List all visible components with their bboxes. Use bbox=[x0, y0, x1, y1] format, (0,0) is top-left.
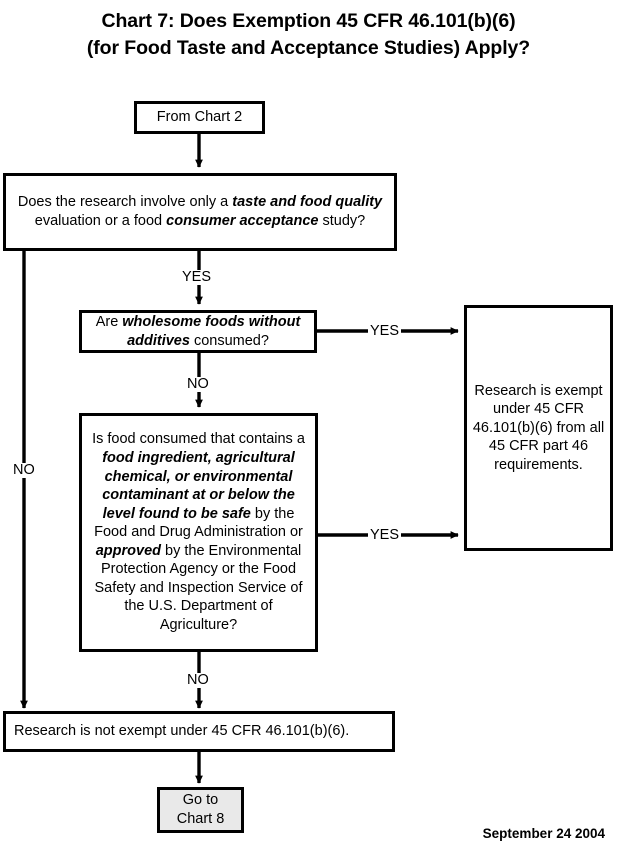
page-title-line-1: Chart 7: Does Exemption 45 CFR 46.101(b)… bbox=[101, 10, 516, 32]
emphasis-food-ingredient-contaminant: food ingredient, agricultural chemical, … bbox=[102, 450, 295, 522]
emphasis-consumer-acceptance: consumer acceptance bbox=[166, 213, 319, 229]
go-to-chart-8-line-2: Chart 8 bbox=[176, 811, 225, 827]
text-segment: Is food consumed that contains a bbox=[92, 431, 305, 448]
edge-label-no-taste: NO bbox=[11, 462, 37, 478]
node-go-to-chart-8-label: Go to Chart 8 bbox=[160, 791, 241, 828]
edge-label-yes-taste: YES bbox=[180, 269, 214, 285]
edge-label-yes-ingredient: YES bbox=[368, 527, 402, 543]
text-segment: by the Environmental Protection Agency o… bbox=[94, 542, 303, 633]
text-segment: study? bbox=[318, 213, 366, 229]
text-segment: by the Food and Drug Administration or bbox=[94, 505, 303, 541]
text-segment: consumed? bbox=[189, 332, 269, 349]
text-segment: Does the research involve only a bbox=[17, 194, 233, 211]
text-segment: Are bbox=[95, 313, 123, 330]
node-research-exempt[interactable]: Research is exempt under 45 CFR 46.101(b… bbox=[464, 305, 613, 551]
page-title: Chart 7: Does Exemption 45 CFR 46.101(b)… bbox=[0, 8, 617, 62]
emphasis-taste-and-food-quality: taste and food quality bbox=[232, 194, 383, 211]
emphasis-approved: approved bbox=[95, 542, 161, 559]
text-segment: evaluation or a food bbox=[34, 213, 167, 229]
go-to-chart-8-line-1: Go to bbox=[182, 792, 219, 809]
node-question-food-ingredient-label: Is food consumed that contains a food in… bbox=[82, 430, 315, 634]
node-research-exempt-label: Research is exempt under 45 CFR 46.101(b… bbox=[472, 382, 605, 473]
edge-label-no-wholesome: NO bbox=[185, 376, 211, 392]
node-question-taste-quality-label: Does the research involve only a taste a… bbox=[6, 193, 394, 230]
node-research-not-exempt[interactable]: Research is not exempt under 45 CFR 46.1… bbox=[3, 711, 395, 752]
node-question-wholesome-foods-label: Are wholesome foods without additives co… bbox=[82, 313, 314, 350]
node-go-to-chart-8[interactable]: Go to Chart 8 bbox=[157, 787, 244, 833]
node-question-taste-quality[interactable]: Does the research involve only a taste a… bbox=[3, 173, 397, 251]
footer-date: September 24 2004 bbox=[482, 826, 605, 841]
emphasis-wholesome-foods-without-additives: wholesome foods without additives bbox=[122, 313, 301, 349]
page-title-line-2: (for Food Taste and Acceptance Studies) … bbox=[86, 36, 531, 59]
edge-label-no-ingredient: NO bbox=[185, 672, 211, 688]
node-question-food-ingredient[interactable]: Is food consumed that contains a food in… bbox=[79, 413, 318, 652]
node-research-not-exempt-label: Research is not exempt under 45 CFR 46.1… bbox=[14, 723, 350, 740]
node-from-chart-2[interactable]: From Chart 2 bbox=[134, 101, 265, 134]
node-question-wholesome-foods[interactable]: Are wholesome foods without additives co… bbox=[79, 310, 317, 353]
edge-label-yes-wholesome: YES bbox=[368, 323, 402, 339]
node-from-chart-2-label: From Chart 2 bbox=[156, 109, 243, 126]
